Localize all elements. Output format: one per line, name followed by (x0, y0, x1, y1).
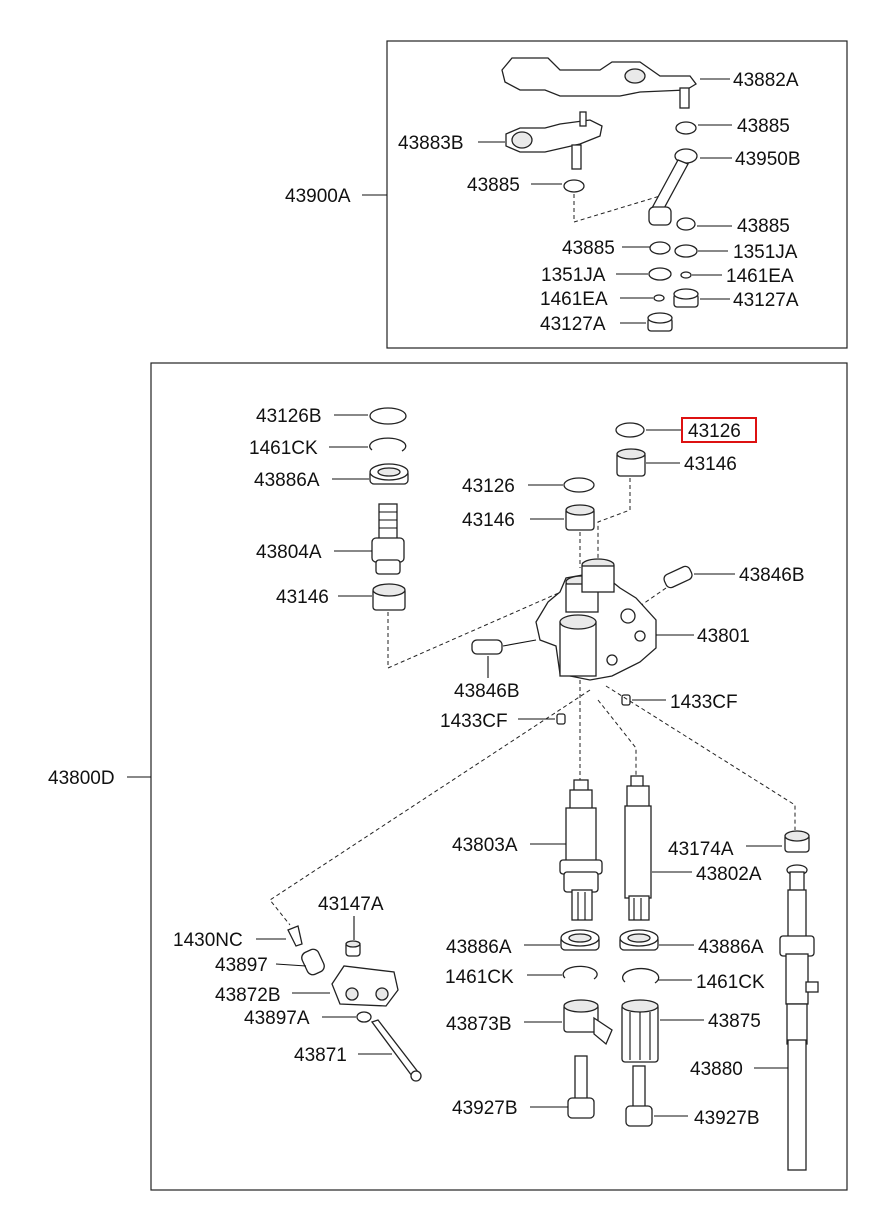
label-43146-left[interactable]: 43146 (276, 587, 329, 608)
label-43873b[interactable]: 43873B (446, 1014, 512, 1035)
label-43897a[interactable]: 43897A (244, 1008, 310, 1029)
snap-ring-1461ck-top (369, 437, 407, 452)
link-43950b (648, 148, 698, 226)
bearing-43146-mid (565, 504, 595, 531)
nut-1351ja-b (648, 267, 672, 281)
oring-43126-mid (563, 477, 595, 493)
label-43803a[interactable]: 43803A (452, 835, 518, 856)
bearing-43146-right (616, 448, 646, 477)
lever-43883b (505, 111, 603, 170)
pin-43846b-left (471, 639, 503, 655)
washer-43885-b (563, 179, 585, 193)
shaft-43802a (624, 775, 652, 921)
label-43900a[interactable]: 43900A (285, 186, 351, 207)
nut-1351ja-a (674, 244, 698, 258)
gear-43873b (563, 999, 613, 1046)
label-1351ja-b[interactable]: 1351JA (541, 265, 606, 286)
bearing-43146-left (372, 583, 406, 611)
label-43127a-b[interactable]: 43127A (540, 314, 606, 335)
pin-43897 (301, 948, 325, 976)
bolt-43927b-left (567, 1055, 595, 1119)
washer-43897a (356, 1011, 372, 1023)
label-43804a[interactable]: 43804A (256, 542, 322, 563)
label-43871[interactable]: 43871 (294, 1045, 347, 1066)
pin-1430nc (287, 925, 303, 947)
shaft-43803a (559, 779, 603, 921)
label-43146-right[interactable]: 43146 (684, 454, 737, 475)
clip-1461ea-b (653, 294, 665, 302)
label-43880[interactable]: 43880 (690, 1059, 743, 1080)
label-43872b[interactable]: 43872B (215, 985, 281, 1006)
label-1433cf-left[interactable]: 1433CF (440, 711, 508, 732)
label-43126-highlight[interactable]: 43126 (688, 421, 741, 442)
label-1461ea-a[interactable]: 1461EA (726, 266, 794, 287)
lever-43882a (501, 57, 697, 109)
label-1461ck-top[interactable]: 1461CK (249, 438, 318, 459)
snap-ring-1461ck-right (622, 967, 660, 984)
label-43146-mid[interactable]: 43146 (462, 510, 515, 531)
rod-43871 (370, 1019, 422, 1082)
label-1461ck-left[interactable]: 1461CK (445, 967, 514, 988)
label-1351ja-a[interactable]: 1351JA (733, 242, 798, 263)
label-43127a-a[interactable]: 43127A (733, 290, 799, 311)
label-43950b[interactable]: 43950B (735, 149, 801, 170)
label-43147a[interactable]: 43147A (318, 894, 384, 915)
label-43927b-left[interactable]: 43927B (452, 1098, 518, 1119)
seal-43886a-left (560, 929, 600, 951)
bearing-43174a (784, 830, 810, 853)
label-43846b-left[interactable]: 43846B (454, 681, 520, 702)
label-43897[interactable]: 43897 (215, 955, 268, 976)
label-43885-c[interactable]: 43885 (737, 216, 790, 237)
label-43885-d[interactable]: 43885 (562, 238, 615, 259)
label-43802a[interactable]: 43802A (696, 864, 762, 885)
highlight-box (681, 417, 757, 443)
snap-ring-1461ck-left (562, 965, 598, 980)
label-43846b-right[interactable]: 43846B (739, 565, 805, 586)
bush-43127a-b (647, 312, 673, 332)
label-43883b[interactable]: 43883B (398, 133, 464, 154)
washer-43885-d (649, 241, 671, 255)
label-43886a-right[interactable]: 43886A (698, 937, 764, 958)
pin-43846b-right (663, 565, 693, 589)
cotter-43147a (345, 940, 361, 957)
shaft-43804a (371, 503, 405, 575)
gear-43875 (621, 999, 659, 1063)
label-43801[interactable]: 43801 (697, 626, 750, 647)
label-43126b[interactable]: 43126B (256, 406, 322, 427)
washer-43885-a (675, 121, 697, 135)
bush-43127a-a (673, 288, 699, 308)
label-43885-b[interactable]: 43885 (467, 175, 520, 196)
housing-43801 (535, 558, 657, 681)
oring-43126-highlight (615, 422, 645, 438)
label-43875[interactable]: 43875 (708, 1011, 761, 1032)
bolt-43927b-right (625, 1065, 653, 1127)
label-43800d[interactable]: 43800D (48, 768, 115, 789)
label-43886a-left[interactable]: 43886A (446, 937, 512, 958)
label-43927b-right[interactable]: 43927B (694, 1108, 760, 1129)
label-43174a[interactable]: 43174A (668, 839, 734, 860)
label-43882a[interactable]: 43882A (733, 70, 799, 91)
seal-43886a-right (619, 929, 659, 951)
shift-rod-43880 (779, 864, 819, 1171)
plug-1433cf-left (556, 713, 566, 725)
label-1461ea-b[interactable]: 1461EA (540, 289, 608, 310)
label-43886a-top[interactable]: 43886A (254, 470, 320, 491)
washer-43885-c (676, 217, 696, 231)
label-1433cf-right[interactable]: 1433CF (670, 692, 738, 713)
label-1430nc[interactable]: 1430NC (173, 930, 243, 951)
seal-43126b (369, 407, 407, 425)
clip-1461ea-a (680, 271, 692, 279)
label-43885-a[interactable]: 43885 (737, 116, 790, 137)
label-43126-mid[interactable]: 43126 (462, 476, 515, 497)
plug-1433cf-right (621, 694, 631, 706)
bracket-43872b (331, 965, 399, 1007)
label-1461ck-right[interactable]: 1461CK (696, 972, 765, 993)
seal-43886a-top (369, 463, 409, 485)
